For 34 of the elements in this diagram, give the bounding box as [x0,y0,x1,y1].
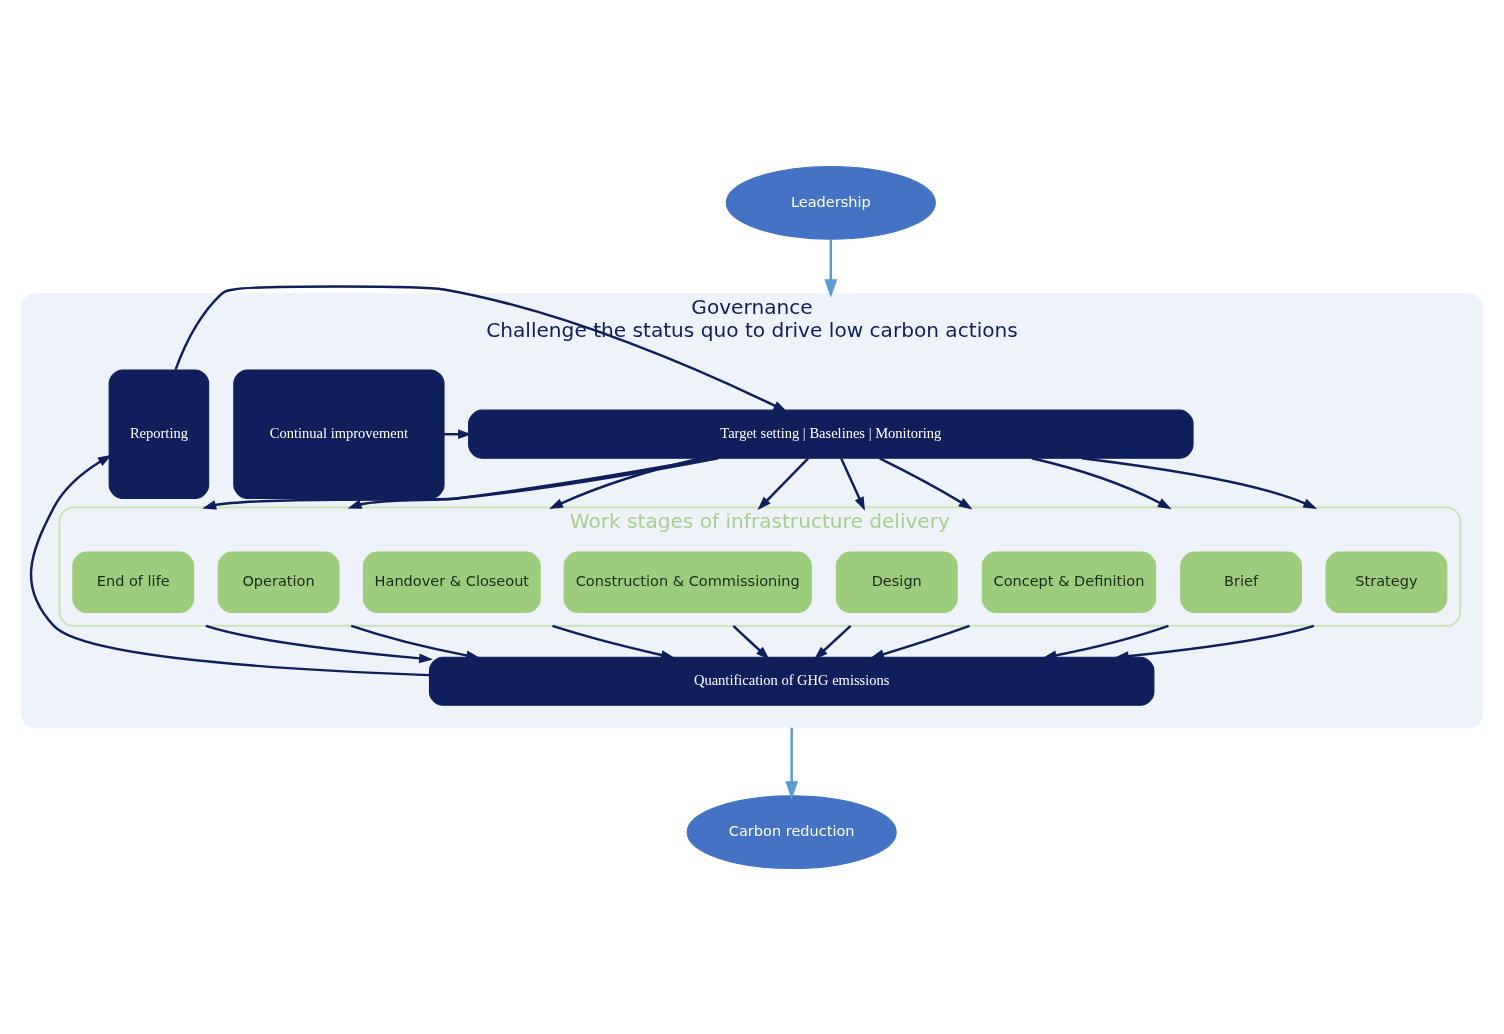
node-box: Operation [217,551,340,613]
arrow [879,456,973,509]
node-box: Quantification of GHG emissions [428,656,1155,706]
node-ellipse: Carbon reduction [686,794,897,869]
arrow [549,456,702,509]
node-box: Reporting [108,368,210,499]
node-box: Construction & Commissioning [563,551,812,613]
arrow [1031,456,1172,509]
arrow [824,238,838,298]
arrow [1114,624,1315,661]
arrow [174,284,788,412]
node-box: Target setting | Baselines | Monitoring [468,409,1194,459]
node-box: Continual improvement [233,368,445,499]
arrow [205,624,433,663]
node-box: End of life [72,551,195,613]
arrow [1081,456,1318,509]
arrow [840,457,865,511]
arrow [350,624,481,660]
node-box: Handover & Closeout [362,551,541,613]
arrow [347,456,711,509]
arrow [732,624,770,660]
arrow [1042,624,1169,660]
arrow [29,454,430,676]
node-box: Design [835,551,958,613]
arrow [202,456,719,510]
arrow [757,457,810,510]
node-box: Brief [1180,551,1302,613]
arrow [870,624,970,659]
arrow [552,624,675,660]
arrow [814,624,852,660]
node-box: Concept & Definition [981,551,1157,613]
arrow [785,727,799,800]
node-box: Strategy [1325,551,1448,613]
node-ellipse: Leadership [725,165,936,240]
